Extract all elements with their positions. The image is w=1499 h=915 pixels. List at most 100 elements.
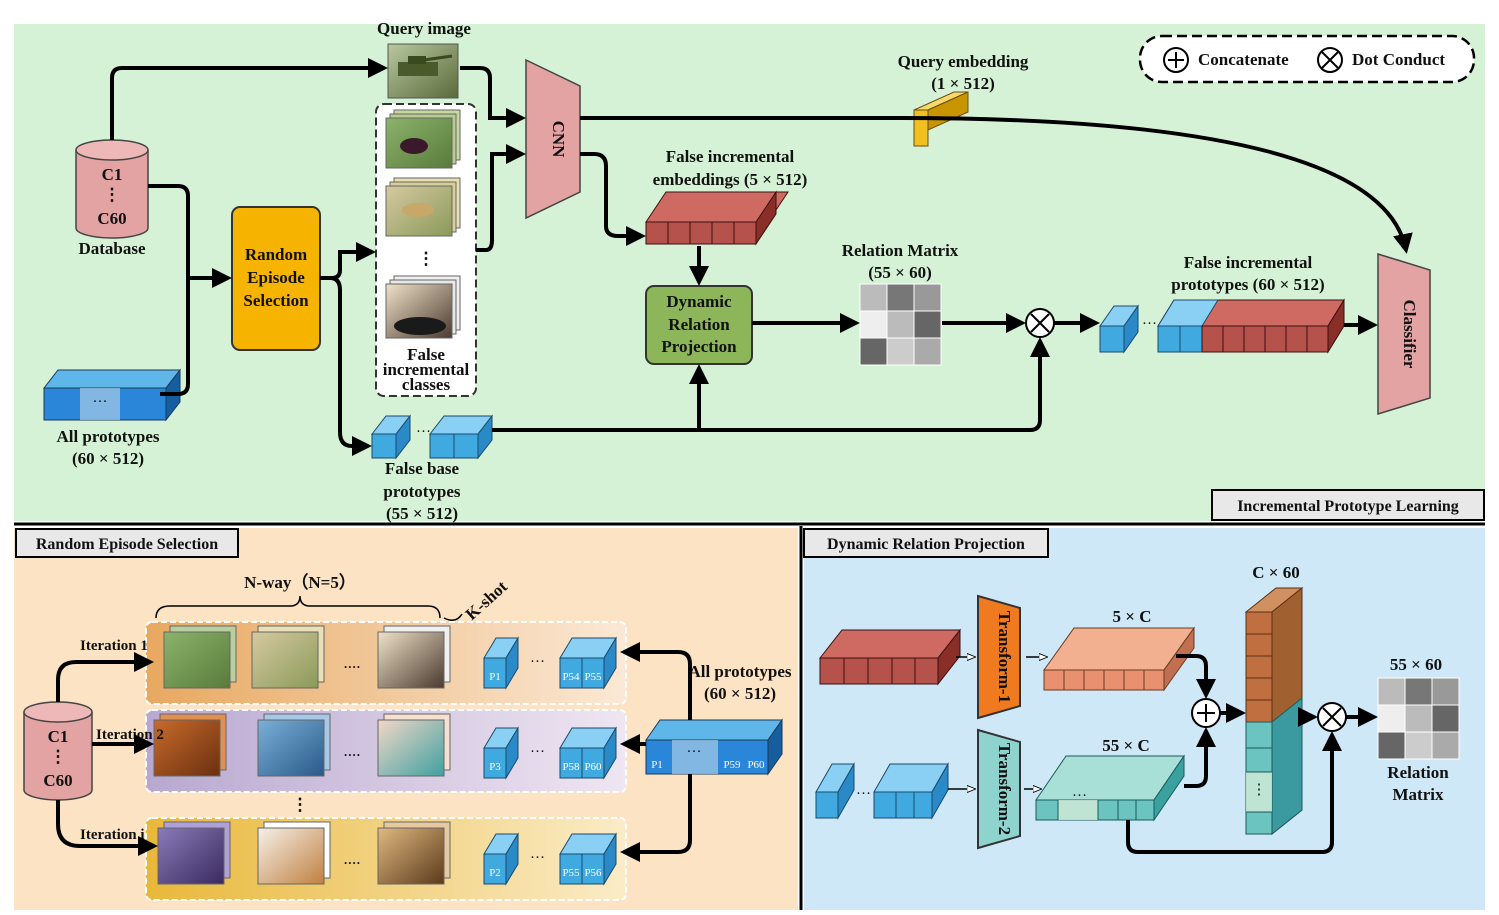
c-sixty-label: C × 60 [1252, 563, 1299, 582]
svg-text:…: … [856, 782, 871, 798]
out-relation-matrix-grid [1377, 677, 1460, 760]
cnn-block [525, 58, 581, 220]
legend-dot-label: Dot Conduct [1352, 50, 1445, 69]
false-inc-embed-line1: False incremental [666, 147, 795, 166]
row2-p-a: P3 [489, 761, 501, 773]
kshot-brace [443, 613, 463, 621]
five-c-label: 5 × C [1113, 607, 1152, 626]
false-base-line1: False base [385, 459, 460, 478]
query-embedding-dim: (1 × 512) [931, 74, 995, 93]
drp-arrows [1126, 654, 1378, 854]
row1-p-b: P54 [562, 671, 580, 683]
svg-text:....: .... [344, 653, 361, 672]
dot-operator-top [1025, 308, 1055, 338]
section-tag-res-text: Random Episode Selection [36, 536, 218, 553]
row3-p-c: P56 [584, 867, 602, 879]
legend-concatenate-label: Concatenate [1198, 50, 1289, 69]
res-db-c60: C60 [43, 771, 72, 790]
row1-prototypes: … P1 P54 P55 [483, 636, 617, 690]
false-inc-classes-line3: classes [402, 375, 451, 394]
false-inc-embed-line2: embeddings (5 × 512) [653, 170, 808, 189]
res-all-prototypes-label: All prototypes [688, 662, 791, 681]
svg-text:…: … [416, 420, 431, 436]
res-db-c1: C1 [48, 727, 69, 746]
res-arrows [56, 642, 692, 862]
res-db-ellipsis: ⋮ [50, 747, 67, 766]
false-inc-classes-line1: False [407, 345, 445, 364]
false-base-line2: prototypes [383, 482, 461, 501]
all-prototypes-dim: (60 × 512) [72, 449, 144, 468]
fiftyfive-c-block: … [1035, 754, 1185, 822]
top-arrows [110, 58, 1413, 456]
row3-p-a: P2 [489, 867, 501, 879]
cnn-label: CNN [549, 121, 568, 159]
svg-text:…: … [530, 740, 545, 756]
row3-p-b: P55 [562, 867, 580, 879]
false-incremental-prototypes-block: … [1142, 298, 1345, 354]
nway-label: N-way（N=5） [244, 572, 356, 592]
concat-operator [1191, 698, 1221, 728]
drp-blue-prototypes: … [815, 762, 949, 820]
relation-matrix-grid [859, 283, 942, 366]
false-incremental-embeddings-block [645, 190, 789, 246]
transform-2-label: Transform-2 [995, 743, 1014, 835]
query-image-label: Query image [377, 19, 471, 38]
query-embedding-label: Query embedding [898, 52, 1029, 71]
svg-text:…: … [530, 846, 545, 862]
res-database-cylinder: C1 ⋮ C60 [23, 701, 93, 801]
res-all-p-b: P59 [723, 759, 741, 771]
class-image-stack-3 [385, 275, 461, 339]
svg-text:....: .... [344, 849, 361, 868]
class-stack-ellipsis: ⋮ [418, 249, 435, 268]
database-label: Database [78, 239, 146, 258]
out-label-line2: Matrix [1393, 785, 1444, 804]
classifier-block [1377, 252, 1431, 416]
c-sixty-block: ⋮ [1244, 586, 1304, 836]
row-ellipsis: ⋮ [292, 795, 309, 814]
fiftyfive-c-label: 55 × C [1102, 736, 1149, 755]
legend: Concatenate Dot Conduct [1138, 34, 1476, 84]
row2-p-b: P58 [562, 761, 580, 773]
section-tag-ipl [1211, 489, 1485, 521]
random-episode-line2: Episode [247, 268, 305, 287]
svg-text:…: … [687, 740, 702, 756]
random-episode-line3: Selection [243, 291, 309, 310]
dot-output-prototype [1099, 304, 1139, 354]
res-all-p-a: P1 [651, 759, 663, 771]
false-base-prototypes-block: … [370, 414, 494, 460]
transform-1-label: Transform-1 [995, 611, 1014, 703]
row1-p-c: P55 [584, 671, 602, 683]
drp-red-embeddings [818, 628, 962, 686]
false-inc-protos-line1: False incremental [1184, 253, 1313, 272]
false-base-line3: (55 × 512) [386, 504, 458, 523]
row2-p-c: P60 [584, 761, 602, 773]
res-all-prototypes-dim: (60 × 512) [704, 684, 776, 703]
class-image-stack-1 [385, 109, 461, 169]
svg-text:....: .... [344, 741, 361, 760]
svg-text:…: … [1072, 784, 1087, 800]
drp-line1: Dynamic [666, 292, 732, 311]
transform-2-block [977, 728, 1021, 850]
nway-brace [155, 595, 441, 619]
database-cylinder: C1 ⋮ C60 [75, 139, 149, 239]
false-inc-protos-line2: prototypes (60 × 512) [1171, 275, 1324, 294]
svg-text:…: … [530, 650, 545, 666]
row2-prototypes: … P3 P58 P60 [483, 726, 617, 780]
row1-p-a: P1 [489, 671, 501, 683]
false-inc-classes-line2: incremental [383, 360, 470, 379]
database-c60: C60 [97, 209, 126, 228]
res-all-prototypes-block: … P1 P59 P60 [645, 718, 783, 776]
iteration-2-label: Iteration 2 [96, 727, 164, 743]
row1-images: .... [163, 625, 451, 689]
database-c1: C1 [102, 165, 123, 184]
section-tag-drp [803, 528, 1049, 558]
row3-images: .... [157, 821, 451, 885]
dot-operator-bottom [1317, 702, 1347, 732]
drp-line3: Projection [661, 337, 737, 356]
row2-images: .... [153, 713, 451, 777]
iteration-1-label: Iteration 1 [80, 638, 148, 654]
iteration-i-label: Iteration i [80, 827, 145, 843]
res-all-p-c: P60 [747, 759, 765, 771]
class-image-stack-2 [385, 177, 461, 237]
